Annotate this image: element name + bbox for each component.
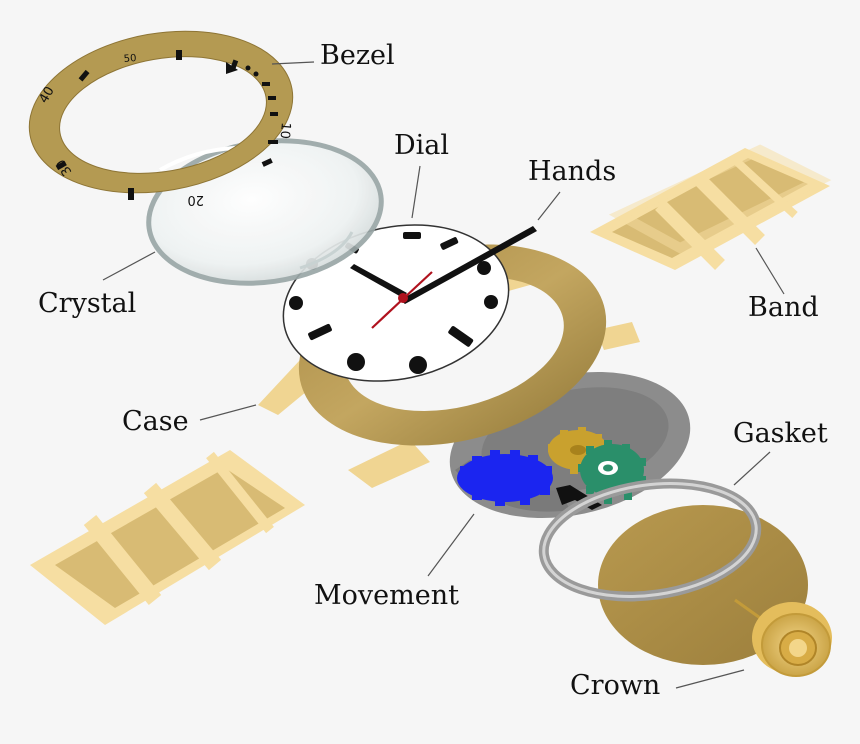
- label-hands: Hands: [528, 156, 617, 187]
- label-crown: Crown: [570, 670, 661, 701]
- bezel-markings: 50 40 30 20 10: [36, 53, 292, 207]
- band-lower: [30, 450, 305, 625]
- hands: [350, 226, 537, 329]
- bezel-marking-40: 40: [36, 84, 57, 106]
- label-case: Case: [122, 406, 189, 437]
- gasket: [538, 478, 762, 602]
- band-upper: [590, 144, 832, 270]
- leader-lines: [102, 61, 785, 689]
- label-dial: Dial: [394, 130, 450, 161]
- crown: [734, 598, 832, 677]
- label-movement: Movement: [314, 580, 459, 611]
- bezel-marking-50: 50: [123, 53, 137, 65]
- label-crystal: Crystal: [38, 288, 137, 319]
- dial: [282, 224, 537, 382]
- label-band: Band: [748, 292, 819, 323]
- bezel-ticks: [55, 50, 278, 200]
- bezel-marking-10: 10: [277, 122, 293, 140]
- bezel-marking-20: 20: [187, 192, 204, 207]
- bezel: 50 40 30 20 10: [28, 30, 294, 207]
- hour-markers: [289, 232, 498, 374]
- label-gasket: Gasket: [733, 418, 828, 449]
- gear-blue-icon: [457, 450, 553, 506]
- label-bezel: Bezel: [320, 40, 395, 71]
